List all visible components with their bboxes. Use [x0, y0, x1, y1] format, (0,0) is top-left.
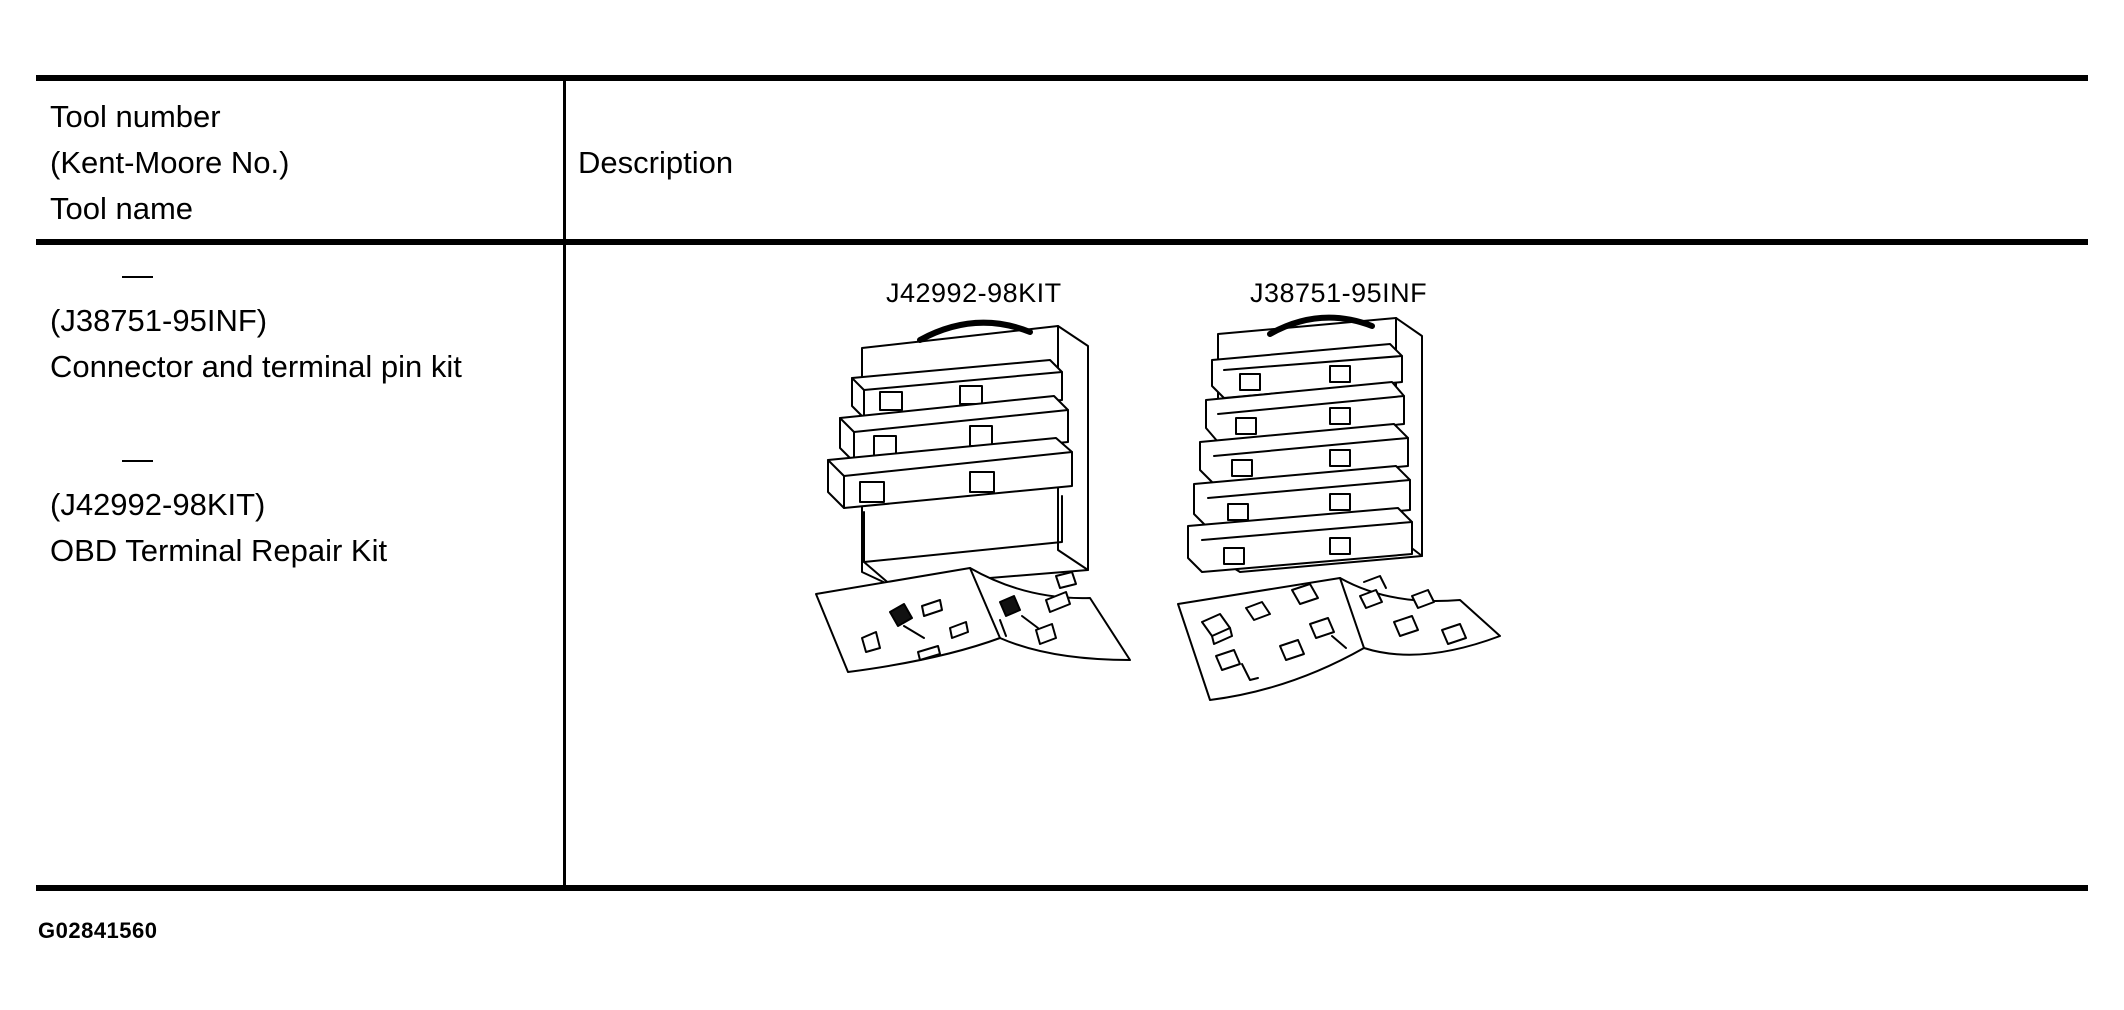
tool-number-dash-1: —: [122, 257, 153, 292]
tool-name-1: Connector and terminal pin kit: [50, 349, 462, 384]
table-header-rule: [36, 239, 2088, 245]
kit-label-j42992: J42992-98KIT: [886, 278, 1062, 308]
header-tool-number: Tool number: [50, 99, 221, 134]
header-description: Description: [578, 145, 734, 180]
kit-label-j38751: J38751-95INF: [1250, 278, 1428, 308]
kent-moore-no-2: (J42992-98KIT): [50, 487, 266, 522]
header-tool-name: Tool name: [50, 191, 194, 226]
connector-pin-kit-case-icon: [1177, 314, 1501, 701]
header-kent-moore-no: (Kent-Moore No.): [50, 145, 290, 180]
tool-kits-illustration: [815, 314, 1501, 701]
figure-code: G02841560: [38, 918, 158, 943]
table-top-rule: [36, 75, 2088, 81]
column-divider: [563, 78, 566, 888]
terminal-repair-kit-case-icon: [815, 319, 1131, 673]
table-bottom-rule: [36, 885, 2088, 891]
tool-number-dash-2: —: [122, 441, 153, 476]
tool-name-2: OBD Terminal Repair Kit: [50, 533, 388, 568]
kent-moore-no-1: (J38751-95INF): [50, 303, 268, 338]
